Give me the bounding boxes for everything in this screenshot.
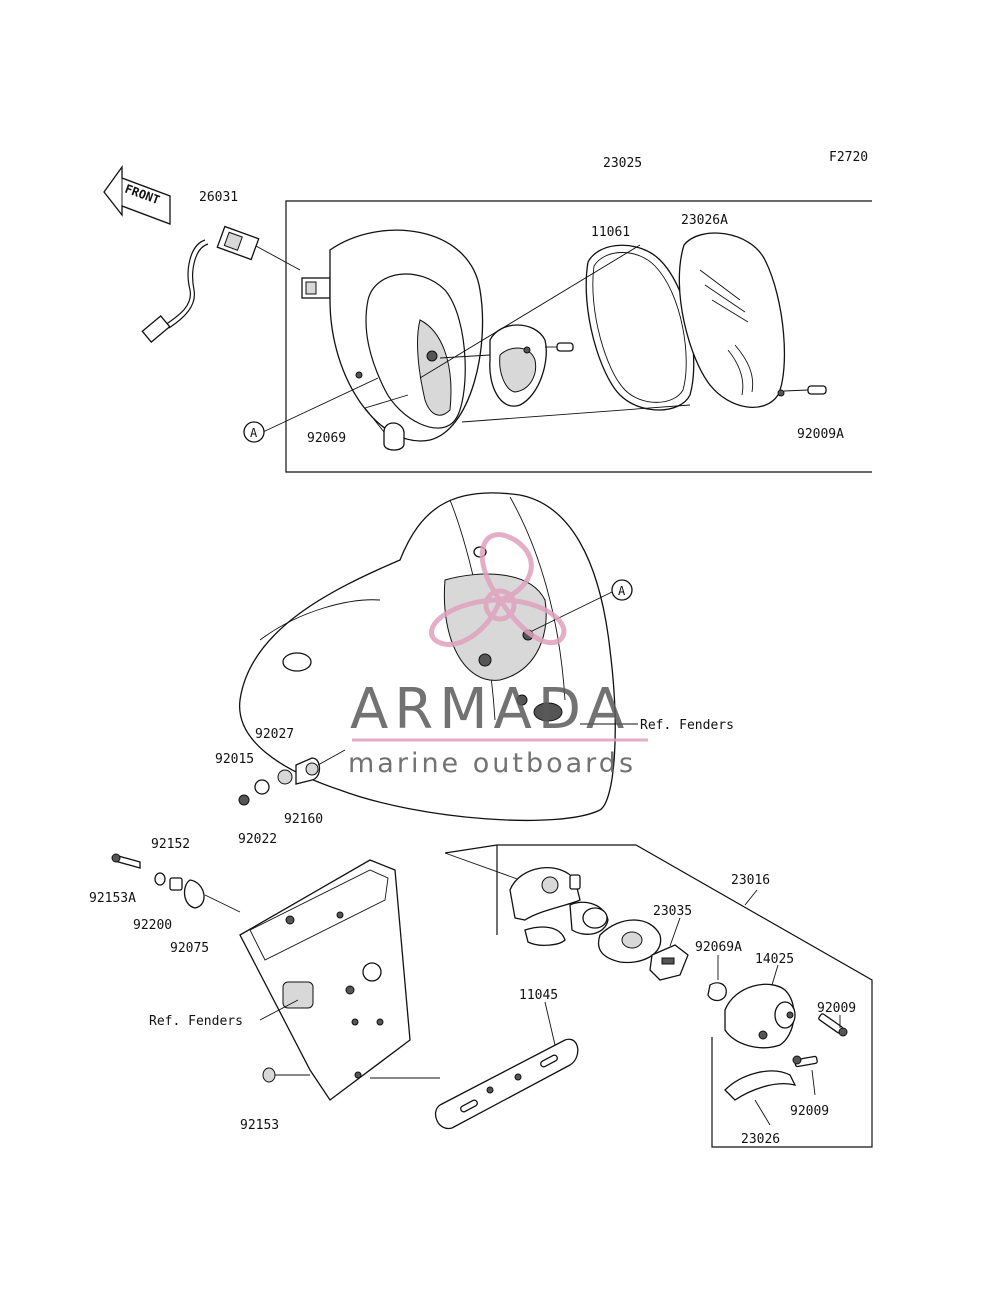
washer-92153 (262, 1067, 276, 1083)
license-light-cover (724, 983, 796, 1049)
part-label-92153A: 92153A (89, 891, 136, 906)
part-label-92015: 92015 (215, 752, 254, 767)
callout-a-right (611, 579, 633, 601)
part-label-92027: 92027 (255, 727, 294, 742)
front-arrow-icon: FRONT (103, 164, 171, 225)
ref-fenders-lower: Ref. Fenders (149, 1014, 243, 1029)
license-light-bulb (707, 982, 727, 1002)
watermark-tagline: marine outboards (348, 748, 636, 779)
license-light-assembly-frame (444, 844, 873, 1148)
armada-watermark: ARMADA marine outboards (348, 532, 648, 779)
part-label-26031: 26031 (199, 190, 238, 205)
part-label-92022: 92022 (238, 832, 277, 847)
part-label-92152: 92152 (151, 837, 190, 852)
bracket-mount-hardware (111, 853, 241, 913)
license-light-socket (569, 901, 662, 964)
part-label-92009-upper: 92009 (817, 1001, 856, 1016)
part-label-92069: 92069 (307, 431, 346, 446)
part-label-23026A: 23026A (681, 213, 728, 228)
fender-mount-hardware (238, 749, 346, 806)
license-plate-holder (435, 1038, 579, 1130)
group-label-23025: 23025 (603, 156, 642, 171)
taillight-assembly-frame (285, 200, 872, 473)
part-label-92009A: 92009A (797, 427, 844, 442)
figure-code: F2720 (829, 150, 868, 165)
part-label-23026: 23026 (741, 1132, 780, 1147)
bulb-socket (439, 324, 574, 407)
part-label-14025: 14025 (755, 952, 794, 967)
license-bracket (239, 859, 411, 1101)
license-light-base (509, 867, 581, 946)
callout-a-right-label: A (618, 584, 626, 598)
callout-a-left-label: A (250, 426, 258, 440)
part-label-92153: 92153 (240, 1118, 279, 1133)
part-label-92160: 92160 (284, 812, 323, 827)
part-label-92009-lower: 92009 (790, 1104, 829, 1119)
part-label-92075: 92075 (170, 941, 209, 956)
propeller-logo-icon (429, 532, 567, 647)
group-label-23016: 23016 (731, 873, 770, 888)
ref-fenders-upper: Ref. Fenders (640, 718, 734, 733)
part-label-23035: 23035 (653, 904, 692, 919)
part-label-92069A: 92069A (695, 940, 742, 955)
callout-a-left (243, 421, 265, 443)
license-light-lens (724, 1070, 797, 1101)
bulb (364, 394, 409, 451)
taillight-lens (678, 232, 827, 408)
connector-23035 (649, 944, 689, 981)
lens-gasket (585, 244, 695, 411)
license-light-screws (792, 1013, 848, 1068)
taillight-housing (329, 229, 484, 442)
part-label-11061: 11061 (591, 225, 630, 240)
wiring-harness (141, 225, 331, 343)
part-label-92200: 92200 (133, 918, 172, 933)
part-label-11045: 11045 (519, 988, 558, 1003)
watermark-brand: ARMADA (350, 677, 630, 742)
